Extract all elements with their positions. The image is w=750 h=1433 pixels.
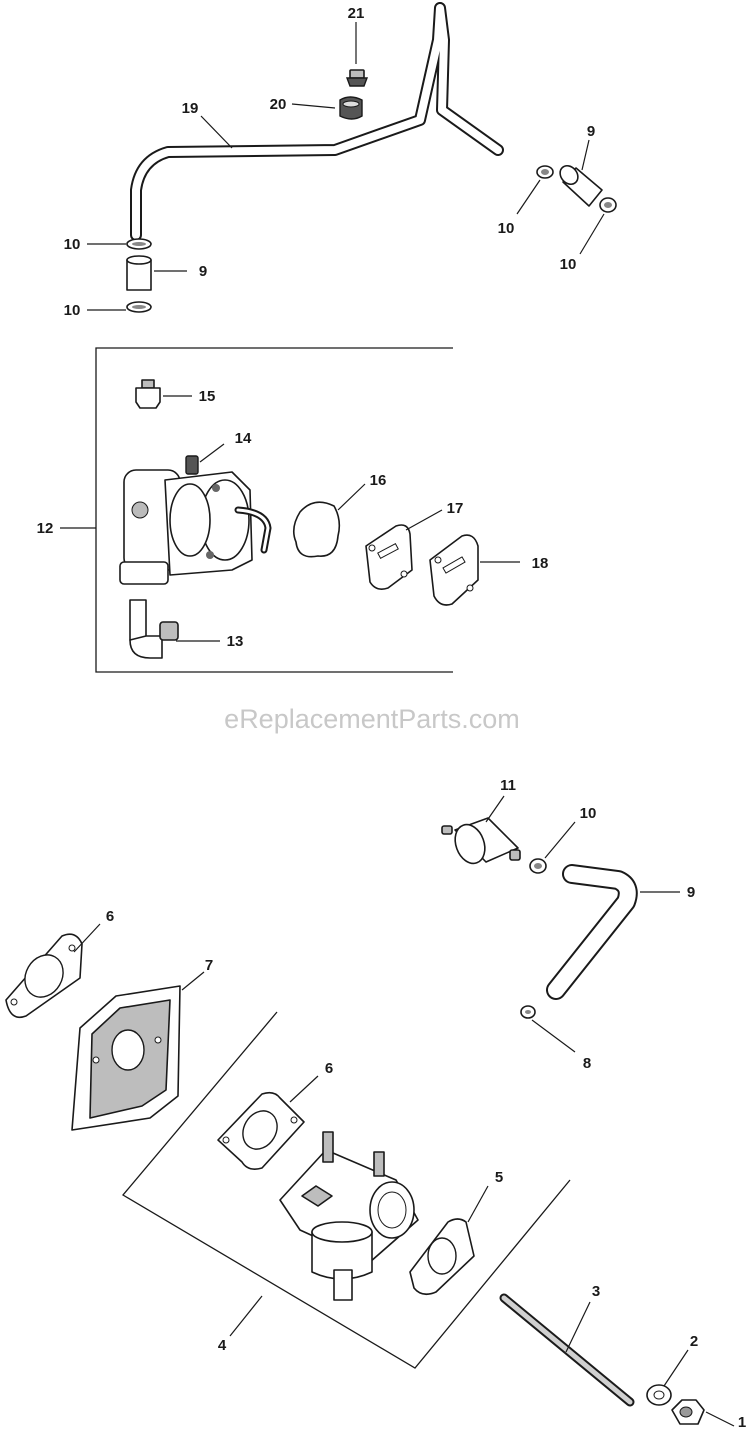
part-12-fuel-pump	[119, 469, 272, 585]
callout-20: 20	[270, 96, 287, 113]
callout-13: 13	[227, 633, 244, 650]
callout-10-left-a: 10	[64, 236, 81, 253]
callout-10-top-b: 10	[560, 256, 577, 273]
callout-9-left: 9	[199, 263, 207, 280]
part-17-gasket	[365, 524, 413, 590]
part-10-clamp-top-b	[599, 197, 617, 213]
callout-18: 18	[532, 555, 549, 572]
carburetor-kit-bracket	[122, 1011, 571, 1369]
callout-6-left: 6	[106, 908, 114, 925]
part-10-clamp-top-a	[536, 165, 554, 179]
callout-21: 21	[348, 5, 365, 22]
callout-3: 3	[592, 1283, 600, 1300]
callout-10-left-b: 10	[64, 302, 81, 319]
callout-8: 8	[583, 1055, 591, 1072]
callout-12: 12	[37, 520, 54, 537]
callout-10-mid: 10	[580, 805, 597, 822]
callout-14: 14	[235, 430, 252, 447]
callout-5: 5	[495, 1169, 503, 1186]
callout-11: 11	[500, 777, 516, 794]
watermark: eReplacementParts.com	[224, 704, 520, 734]
callout-10-top-a: 10	[498, 220, 515, 237]
part-8-clamp	[520, 1005, 536, 1019]
part-15-fitting	[135, 379, 161, 409]
callout-19: 19	[182, 100, 199, 117]
part-14-screw	[185, 455, 199, 475]
part-5-gasket	[409, 1218, 475, 1296]
callout-9-mid: 9	[687, 884, 695, 901]
part-19-fuel-line	[130, 2, 504, 241]
part-9-hose-left	[126, 255, 152, 291]
callout-1: 1	[738, 1414, 746, 1431]
part-13-elbow-fitting	[129, 599, 179, 659]
part-6-gasket-left	[5, 933, 83, 1019]
part-7-baffle-plate	[71, 985, 181, 1131]
part-20-clip	[339, 96, 363, 120]
callout-9-top: 9	[587, 123, 595, 140]
part-4-carburetor	[279, 1131, 419, 1301]
part-9-hose-mid	[546, 864, 638, 1000]
part-16-diaphragm	[292, 501, 341, 558]
callout-6-mid: 6	[325, 1060, 333, 1077]
callout-17: 17	[447, 500, 464, 517]
part-9-hose-top	[559, 164, 603, 207]
part-1-nut	[671, 1399, 705, 1425]
callout-4: 4	[218, 1337, 227, 1354]
part-18-gasket	[429, 534, 479, 606]
callout-2: 2	[690, 1333, 698, 1350]
part-6-gasket-mid	[217, 1091, 305, 1170]
part-10-clamp-left-b	[126, 301, 152, 313]
part-10-clamp-left-a	[126, 238, 152, 250]
callout-7: 7	[205, 957, 213, 974]
fuel-pump-kit-bracket	[95, 347, 453, 673]
part-11-fuel-filter	[441, 817, 521, 865]
callout-15: 15	[199, 388, 216, 405]
part-2-washer	[646, 1384, 672, 1406]
part-10-clamp-mid	[529, 858, 547, 874]
callout-16: 16	[370, 472, 387, 489]
part-21-screw	[345, 69, 369, 87]
